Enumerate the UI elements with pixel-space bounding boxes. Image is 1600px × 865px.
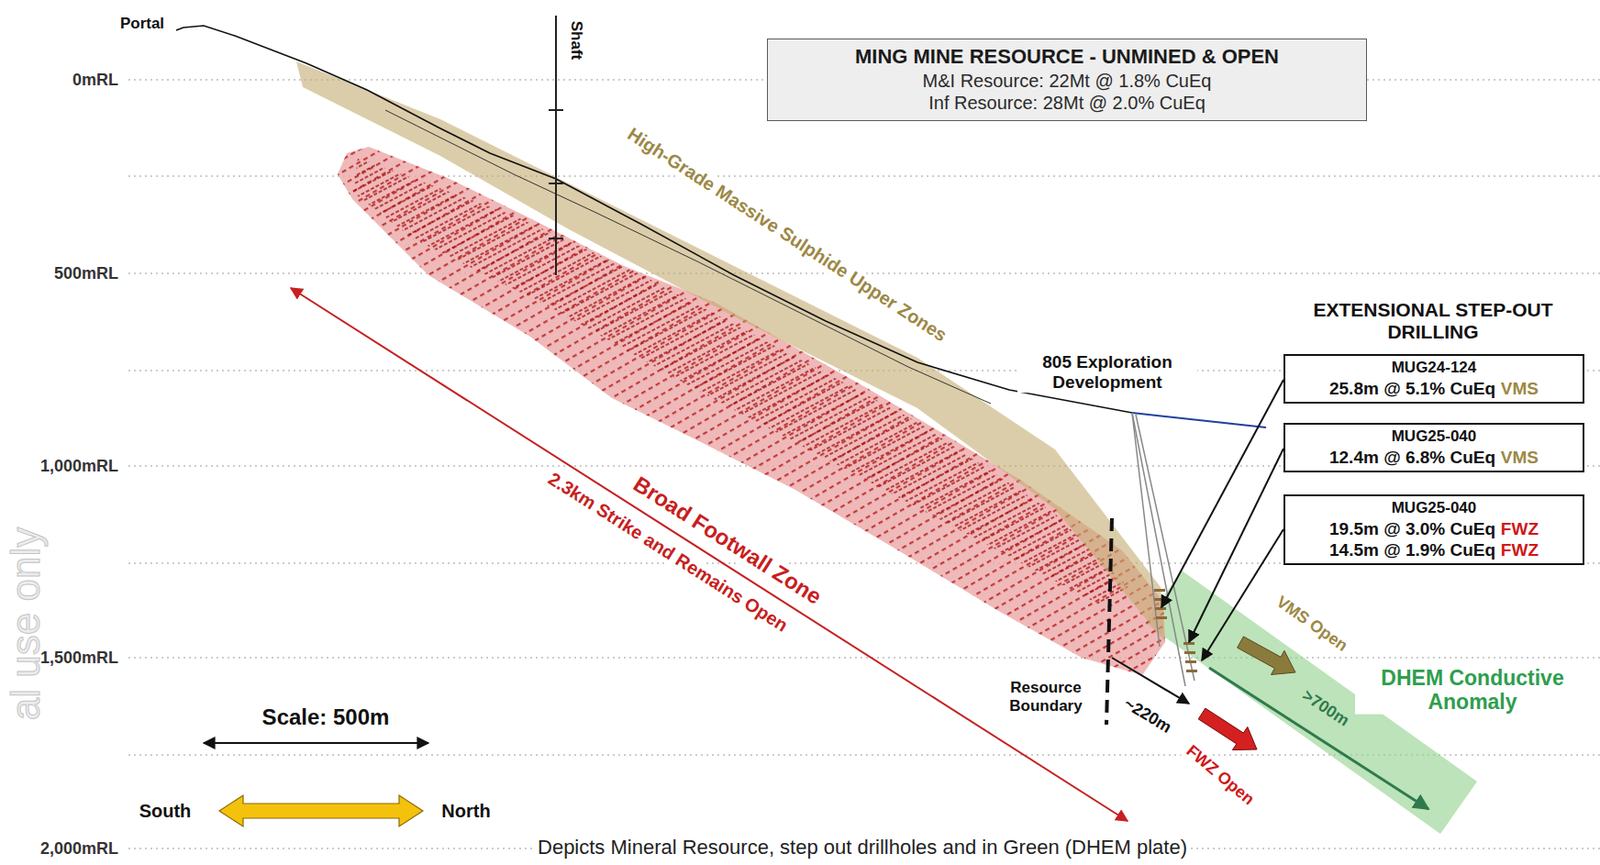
location-label: Portal: [120, 14, 165, 34]
resource-boundary: [1106, 518, 1112, 725]
box-text: FWZ: [1500, 518, 1539, 540]
shaft-label: Shaft: [566, 21, 586, 61]
box-text: 25.8m @ 5.1% CuEq: [1329, 377, 1496, 400]
direction-label: South: [139, 800, 192, 823]
box-text: Inf Resource: 28Mt @ 2.0% CuEq: [928, 91, 1206, 114]
text-row: MUG25-040: [1294, 427, 1574, 447]
box-text: MING MINE RESOURCE - UNMINED & OPEN: [855, 44, 1279, 70]
box-text: MUG25-040: [1391, 427, 1478, 447]
text-row: 19.5m @ 3.0% CuEqFWZ: [1294, 518, 1574, 540]
elevation-label: 500mRL: [51, 264, 122, 284]
resource-box: MING MINE RESOURCE - UNMINED & OPENM&I R…: [766, 38, 1367, 122]
drill-result-box: MUG25-04012.4m @ 6.8% CuEqVMS: [1283, 422, 1585, 473]
shaft: [548, 15, 564, 276]
footwall-zone: [337, 146, 1166, 676]
exploration-drive: [1132, 412, 1267, 428]
drill-intercepts: [337, 146, 1166, 676]
text-row: MUG25-040: [1294, 499, 1574, 519]
distance-arrow: [1111, 657, 1189, 704]
anomaly-label: DHEM Conductive Anomaly: [1355, 666, 1590, 715]
direction-arrow: [219, 795, 423, 827]
elevation-label: 1,500mRL: [37, 648, 122, 668]
drillhole-intercepts: [1154, 588, 1198, 673]
elevation-label: 2,000mRL: [37, 839, 122, 859]
drillhole-traces: [1132, 412, 1195, 687]
scale-label: Scale: 500m: [262, 704, 390, 731]
watermark: al use only: [2, 527, 50, 721]
mine-development: [385, 110, 991, 404]
box-text: 14.5m @ 1.9% CuEq: [1329, 539, 1496, 561]
text-row: 25.8m @ 5.1% CuEqVMS: [1294, 377, 1574, 400]
fwz-open-arrow: [1198, 708, 1257, 751]
text-row: MING MINE RESOURCE - UNMINED & OPEN: [782, 44, 1352, 70]
text-row: MUG24-124: [1294, 358, 1574, 378]
drill-result-box: MUG25-04019.5m @ 3.0% CuEqFWZ14.5m @ 1.9…: [1283, 494, 1585, 566]
box-text: FWZ: [1500, 539, 1539, 561]
box-text: MUG25-040: [1391, 499, 1478, 519]
vms-open-arrow: [1237, 636, 1296, 676]
box-text: VMS: [1500, 446, 1539, 468]
elevation-gridlines: [128, 79, 1600, 849]
text-row: M&I Resource: 22Mt @ 1.8% CuEq: [782, 69, 1352, 92]
boundary-label: Resource Boundary: [995, 678, 1097, 715]
elevation-label: 0mRL: [69, 70, 122, 90]
elevation-label: 1,000mRL: [37, 456, 122, 477]
text-row: 14.5m @ 1.9% CuEqFWZ: [1294, 539, 1574, 561]
text-row: Inf Resource: 28Mt @ 2.0% CuEq: [782, 91, 1352, 114]
box-text: MUG24-124: [1391, 358, 1478, 378]
box-text: M&I Resource: 22Mt @ 1.8% CuEq: [922, 69, 1212, 92]
strike-arrow: [290, 288, 1128, 822]
leader-arrows: [1161, 379, 1284, 661]
text-row: 12.4m @ 6.8% CuEqVMS: [1294, 446, 1574, 468]
section-heading: EXTENSIONAL STEP-OUT DRILLING: [1286, 299, 1580, 344]
dimension-label: ~220m: [1118, 692, 1178, 739]
box-text: VMS: [1500, 377, 1539, 400]
direction-label: North: [441, 800, 490, 823]
development-label: 805 Exploration Development: [1017, 352, 1198, 393]
drill-result-box: MUG24-12425.8m @ 5.1% CuEqVMS: [1283, 354, 1585, 404]
open-label: FWZ Open: [1180, 739, 1261, 812]
figure-caption: Depicts Mineral Resource, step out drill…: [533, 835, 1191, 859]
scale-bar: [203, 742, 429, 745]
box-text: 19.5m @ 3.0% CuEq: [1329, 518, 1496, 540]
box-text: 12.4m @ 6.8% CuEq: [1329, 446, 1496, 468]
